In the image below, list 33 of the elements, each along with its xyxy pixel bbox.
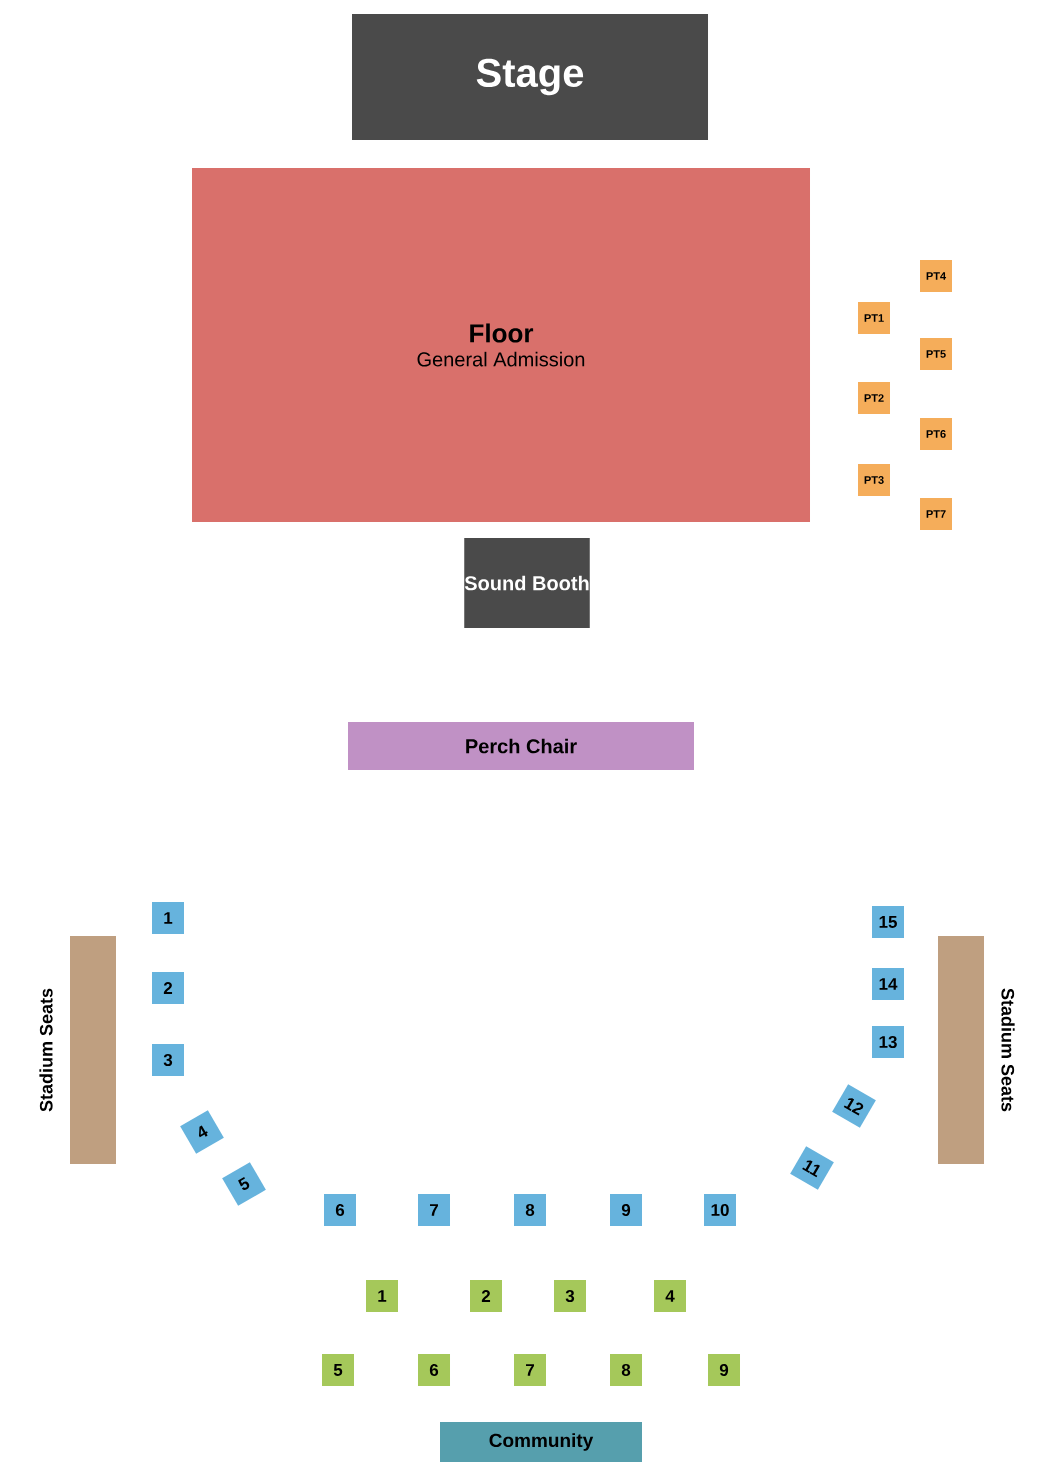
seat-box: 13 bbox=[872, 1026, 904, 1058]
stage-box: Stage bbox=[352, 14, 708, 140]
seat-box: 10 bbox=[704, 1194, 736, 1226]
seat-box: 11 bbox=[790, 1146, 834, 1190]
seat-box: 15 bbox=[872, 906, 904, 938]
seat-box: 12 bbox=[832, 1084, 876, 1128]
seat-box: 9 bbox=[610, 1194, 642, 1226]
stadium-seats: Stadium Seats bbox=[39, 936, 116, 1164]
seat-box: 7 bbox=[514, 1354, 546, 1386]
sound-booth-box: Sound Booth bbox=[464, 538, 590, 628]
seat-box: 8 bbox=[610, 1354, 642, 1386]
seat-box: 5 bbox=[222, 1162, 266, 1206]
seat-box: 9 bbox=[708, 1354, 740, 1386]
seat-box: 1 bbox=[152, 902, 184, 934]
seat-box: 4 bbox=[180, 1110, 224, 1154]
seat-box: 6 bbox=[324, 1194, 356, 1226]
seat-box: 14 bbox=[872, 968, 904, 1000]
seat-box: 3 bbox=[554, 1280, 586, 1312]
seat-box: 2 bbox=[152, 972, 184, 1004]
floor-section: Floor General Admission bbox=[192, 168, 810, 522]
seat-box: 2 bbox=[470, 1280, 502, 1312]
community-section: Community bbox=[440, 1422, 642, 1462]
node-label: Stadium Seats bbox=[1001, 988, 1015, 1112]
seat-box: 4 bbox=[654, 1280, 686, 1312]
seat-box: 3 bbox=[152, 1044, 184, 1076]
seat-box: 5 bbox=[322, 1354, 354, 1386]
seat-box: 1 bbox=[366, 1280, 398, 1312]
seat-box: 6 bbox=[418, 1354, 450, 1386]
seat-box: 7 bbox=[418, 1194, 450, 1226]
node-label: Stadium Seats bbox=[39, 988, 53, 1112]
perch-chair-section: Perch Chair bbox=[348, 722, 694, 770]
seat-box: 8 bbox=[514, 1194, 546, 1226]
stadium-seats: Stadium Seats bbox=[938, 936, 1015, 1164]
